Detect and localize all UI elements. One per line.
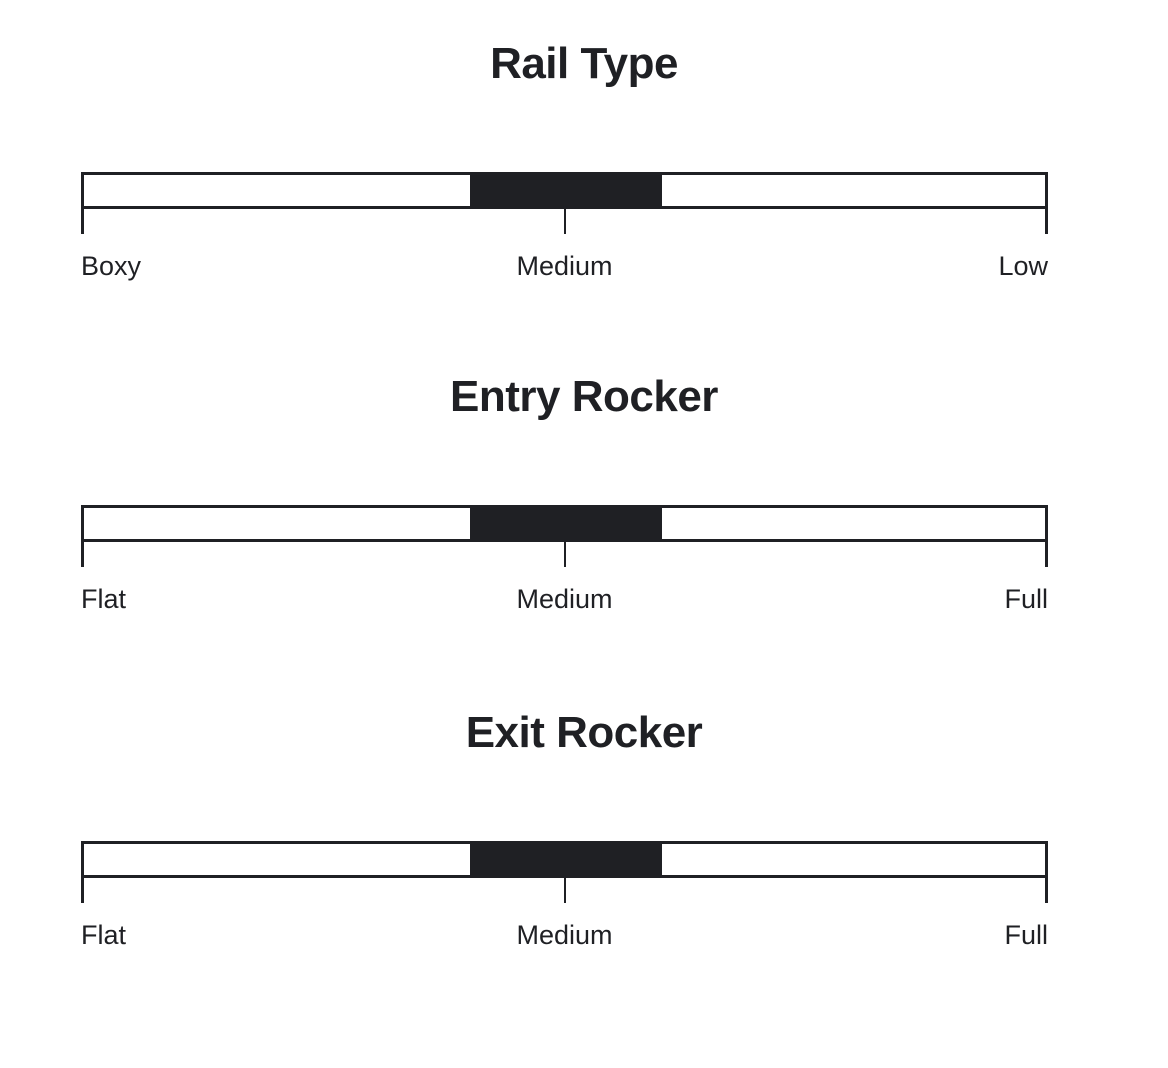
slider-tick-row [81, 878, 1048, 903]
slider-track[interactable] [81, 505, 1048, 542]
tick-mark-end [1045, 209, 1048, 234]
slider-label-middle: Medium [516, 251, 613, 281]
slider-fill-indicator [470, 172, 662, 209]
section-title: Rail Type [490, 39, 678, 88]
tick-mark-start [81, 878, 84, 903]
slider-label-middle: Medium [516, 920, 613, 950]
tick-mark-middle [563, 209, 566, 234]
slider-entry-rocker[interactable]: Flat Medium Full [81, 505, 1048, 616]
slider-label-start: Flat [81, 584, 127, 614]
slider-label-start: Flat [81, 920, 127, 950]
slider-tick-row [81, 209, 1048, 234]
slider-track[interactable] [81, 841, 1048, 878]
slider-label-row: Boxy Medium Low [81, 249, 1048, 283]
slider-label-row: Flat Medium Full [81, 582, 1048, 616]
slider-track[interactable] [81, 172, 1048, 209]
slider-tick-row [81, 542, 1048, 567]
tick-mark-start [81, 542, 84, 567]
slider-label-row: Flat Medium Full [81, 918, 1048, 952]
tick-mark-end [1045, 542, 1048, 567]
slider-fill-indicator [470, 505, 662, 542]
slider-label-middle: Medium [516, 584, 613, 614]
slider-rail-type[interactable]: Boxy Medium Low [81, 172, 1048, 283]
tick-mark-start [81, 209, 84, 234]
tick-mark-middle [563, 878, 566, 903]
section-title: Exit Rocker [465, 708, 703, 757]
slider-fill-indicator [470, 841, 662, 878]
slider-label-end: Full [1004, 920, 1048, 950]
slider-exit-rocker[interactable]: Flat Medium Full [81, 841, 1048, 952]
tick-mark-middle [563, 542, 566, 567]
tick-mark-end [1045, 878, 1048, 903]
slider-label-end: Low [998, 251, 1048, 281]
section-title: Entry Rocker [450, 372, 718, 421]
slider-label-end: Full [1004, 584, 1048, 614]
slider-label-start: Boxy [81, 251, 142, 281]
